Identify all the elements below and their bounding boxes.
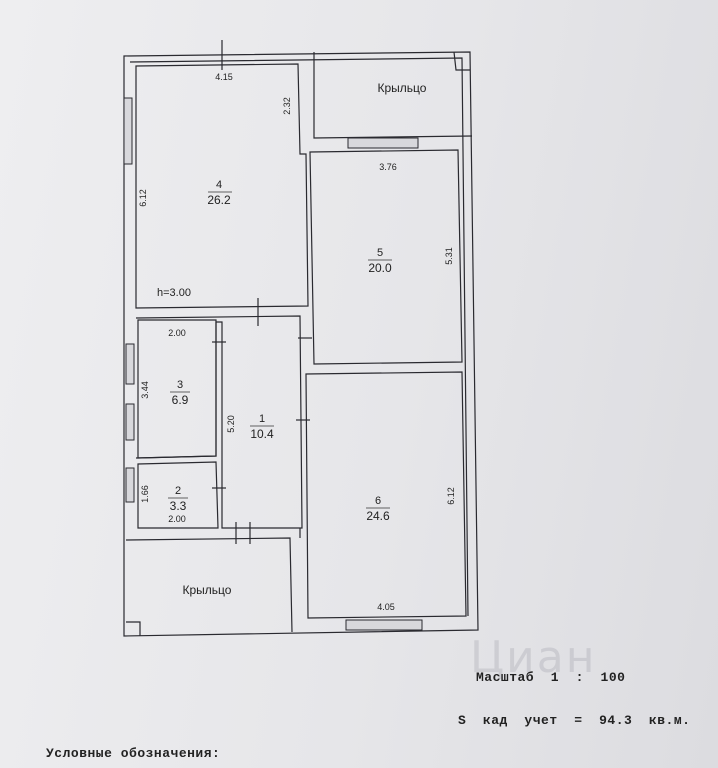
room-2-number: 2 [175,485,181,497]
room-3-number: 3 [177,379,183,391]
window-room2 [125,467,135,503]
room-4-number: 4 [216,179,222,191]
porch-bottom-label: Крыльцо [183,583,232,597]
room-2-area: 3.3 [170,499,187,513]
dim-room5-width: 3.76 [379,162,397,172]
dim-room2-height: 1.66 [140,485,150,503]
ceiling-height: h=3.00 [157,287,191,299]
dim-room5-height: 5.31 [444,247,454,265]
room-5-outline [309,149,463,365]
window-room4 [123,97,133,165]
room-4-area: 26.2 [207,193,231,207]
dim-room6-width: 4.05 [377,602,395,612]
window-room3 [125,343,135,385]
wall-mid [135,315,303,529]
dim-room4-upper: 2.32 [282,97,292,115]
room-5-area: 20.0 [368,261,392,275]
dim-room1-height: 5.20 [226,415,236,433]
scale-caption: Масштаб 1 : 100 [476,670,626,685]
dim-room2-width: 2.00 [168,514,186,524]
outer-wall [123,51,479,637]
porch-top-outline [313,52,473,139]
dim-room6-height: 6.12 [446,487,456,505]
dim-room4-width: 4.15 [215,72,233,82]
dim-room4-height: 6.12 [138,189,148,207]
room-1-number: 1 [259,413,265,425]
porch-bottom-outline [125,537,293,633]
room-3-area: 6.9 [172,393,189,407]
room-2-outline [137,461,219,529]
window-room5 [347,137,419,149]
room-6-number: 6 [375,495,381,507]
area-caption: S кад учет = 94.3 кв.м. [458,713,691,728]
dim-room3-width: 2.00 [168,328,186,338]
room-6-outline [305,371,467,619]
dim-room3-height: 3.44 [140,381,150,399]
room-3-outline [137,319,217,459]
room-5-number: 5 [377,247,383,259]
window-room6 [345,619,423,631]
legend-title: Условные обозначения: [46,746,221,761]
room-1-area: 10.4 [250,427,274,441]
room-4-outline [135,63,309,309]
room-6-area: 24.6 [366,509,390,523]
window-room3b [125,403,135,441]
watermark-logo: Циан [470,632,597,683]
porch-top-label: Крыльцо [378,81,427,95]
